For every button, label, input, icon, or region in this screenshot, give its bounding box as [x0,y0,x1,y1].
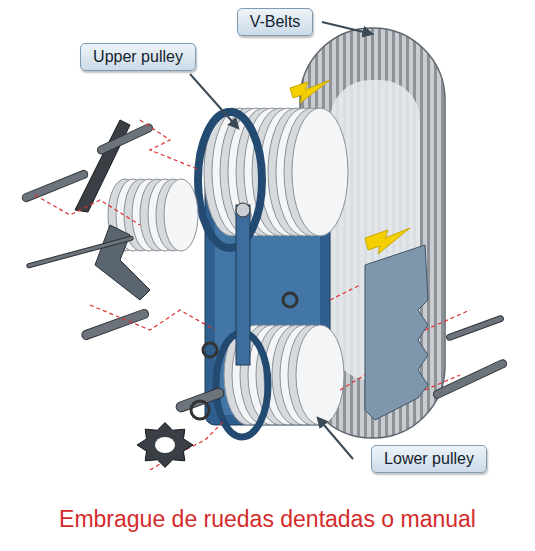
washer [283,293,297,307]
clutch-plate [365,245,428,420]
caption: Embrague de ruedas dentadas o manual [0,506,535,533]
upper-pulley-rim [198,112,262,248]
pulley-groove [296,325,344,425]
callout-label: V-Belts [237,8,314,36]
pulley-groove [292,108,348,236]
sprocket [137,423,193,468]
rods [21,123,508,414]
washer [191,401,209,419]
sprocket-hole [155,437,175,453]
pulley-groove [164,179,198,251]
upper-pulley [204,108,348,236]
assembly-lines [35,120,470,470]
callout-label: Lower pulley [371,445,487,473]
bolt [236,203,250,217]
callout-label: Upper pulley [80,43,196,71]
part-name: Lower pulley [384,449,474,469]
leader-lines [190,22,372,459]
lever [75,120,130,212]
bracket [95,225,150,300]
sprocket-teeth [137,423,193,468]
motion-arrow [290,80,330,103]
part-name: V-Belts [250,12,301,32]
washer [203,343,217,357]
motion-arrow [365,228,410,254]
part-name: Upper pulley [93,47,183,67]
link-bar [236,205,250,365]
